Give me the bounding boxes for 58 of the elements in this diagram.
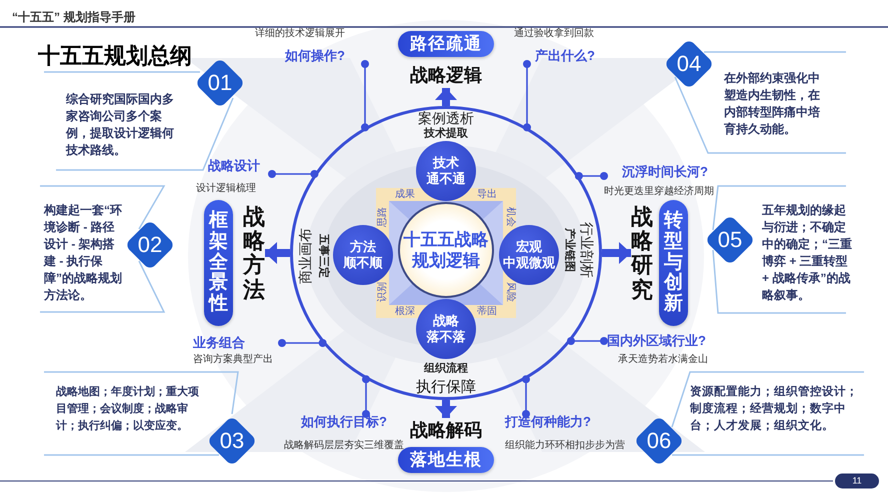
dot-leader-line xyxy=(278,339,327,347)
dot-leader-line xyxy=(362,375,370,418)
frame-label: 风险 xyxy=(504,282,514,302)
description-text: 在外部约束强化中塑造内生韧性，在内部转型阵痛中培育持久动能。 xyxy=(724,70,824,138)
question-text: 如何执行目标? xyxy=(301,414,387,430)
dot-leader-line xyxy=(574,172,608,180)
header-text: “十五五” 规划指导手册 xyxy=(12,9,136,25)
note-text: 承天造势若水满金山 xyxy=(618,353,708,366)
question-text: 战略设计 xyxy=(208,158,260,174)
frame-label: 思路 xyxy=(378,207,388,227)
question-text: 如何操作? xyxy=(285,48,345,64)
question-text: 产出什么? xyxy=(535,48,595,64)
dot-leader-line xyxy=(523,60,531,132)
block-arrow xyxy=(265,242,290,264)
ring-label: 产业链图 xyxy=(564,228,574,272)
note-text: 咨询方案典型产出 xyxy=(193,353,273,366)
ring-label: 技术提取 xyxy=(424,128,468,140)
vertical-heading: 战略方法 xyxy=(243,205,265,302)
note-text: 通过验收拿到回款 xyxy=(514,27,594,40)
question-text: 业务组合 xyxy=(193,335,245,351)
ring-label: 组织流程 xyxy=(424,364,468,374)
ring-label: 五事三定 xyxy=(318,234,328,278)
banner-pill: 路径疏通 xyxy=(398,31,494,57)
description-text: 综合研究国际国内多家咨询公司多个案例，提取设计逻辑何技术路线。 xyxy=(66,91,178,159)
ring-label: 案例透析 xyxy=(418,111,474,125)
ring-label: 行业剖析 xyxy=(580,222,594,278)
section-heading: 战略解码 xyxy=(408,418,484,442)
block-arrow xyxy=(435,400,457,418)
dot-leader-line xyxy=(522,375,530,418)
frame-label: 根深 xyxy=(395,306,415,316)
description-text: 战略地图；年度计划；重大项目管理；会议制度；战略审计；执行纠偏；以变应变。 xyxy=(56,384,203,435)
note-text: 详细的技术逻辑展开 xyxy=(255,27,345,40)
vertical-pill: 转型与创新 xyxy=(659,200,688,326)
description-text: 构建起一套“环境诊断 - 路径设计 - 架构搭建 - 执行保障”的战略规划方法论。 xyxy=(44,202,122,304)
description-text: 五年规划的缘起与衍进；不确定中的确定；“三重博弈 + 三重转型 + 战略传承”的战略叙事。 xyxy=(762,202,852,304)
frame-label: 蒂固 xyxy=(477,306,497,316)
dot-leader-line xyxy=(268,170,318,178)
page-title: 十五五规划总纲 xyxy=(38,42,192,70)
vertical-heading: 战略研究 xyxy=(631,205,653,302)
frame-label: 机会 xyxy=(504,207,514,227)
block-arrow xyxy=(602,242,631,264)
page-number: 11 xyxy=(835,474,879,488)
block-arrow xyxy=(435,88,457,106)
note-text: 设计逻辑梳理 xyxy=(196,182,256,195)
frame-label: 成果 xyxy=(395,190,415,200)
dot-leader-line xyxy=(361,60,369,132)
section-heading: 战略逻辑 xyxy=(408,63,484,88)
ring-label: 商业画布 xyxy=(298,228,312,284)
dot-leader-line xyxy=(566,337,608,345)
description-text: 资源配置能力；组织管控设计；制度流程；经营规划；数字中台；人才发展；组织文化。 xyxy=(690,384,860,435)
frame-label: 识别 xyxy=(378,282,388,302)
question-text: 沉浮时间长河? xyxy=(622,164,708,180)
ring-label: 执行保障 xyxy=(416,380,476,394)
note-text: 时光更迭里穿越经济周期 xyxy=(604,185,714,198)
note-text: 组织能力环环相扣步步为营 xyxy=(505,439,625,452)
frame-label: 导出 xyxy=(477,190,497,200)
question-text: 国内外区域行业? xyxy=(607,333,706,349)
vertical-pill: 框架全景性 xyxy=(204,200,233,326)
